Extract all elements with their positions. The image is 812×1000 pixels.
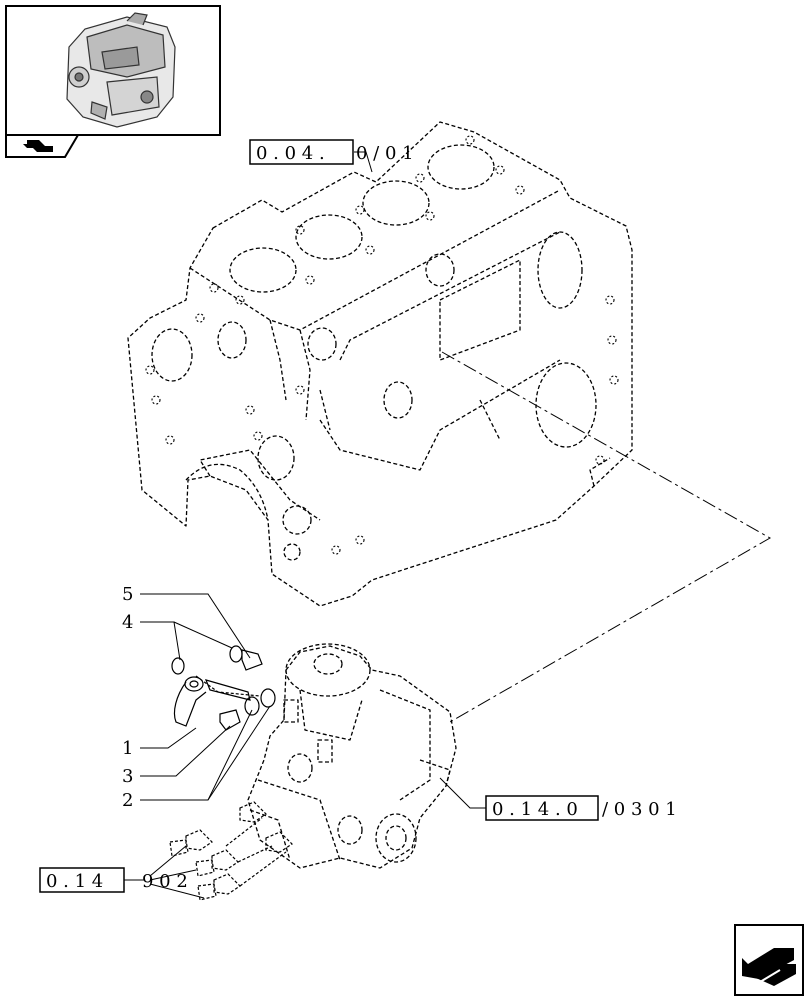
engine-thumbnail-icon bbox=[66, 12, 176, 128]
pump-reference-label[interactable]: 0 . 1 4 . 0 / 0 3 0 1 bbox=[485, 795, 677, 821]
cylinder-bore-1 bbox=[229, 247, 297, 293]
pipe-assembly bbox=[173, 675, 261, 727]
engine-block-outline bbox=[127, 121, 633, 607]
block-ref-box-text: 0 . 0 4 . bbox=[256, 143, 325, 164]
next-page-arrow-icon bbox=[734, 924, 804, 996]
top-deck-line bbox=[189, 189, 561, 331]
washer-2-a bbox=[244, 696, 260, 716]
injection-pump bbox=[247, 643, 457, 869]
screw-3 bbox=[219, 709, 241, 731]
washer-4-a bbox=[171, 657, 185, 675]
callout-3[interactable]: 3 bbox=[122, 766, 133, 787]
block-reference-label[interactable]: 0 . 0 4 . 0 / 0 1 bbox=[249, 139, 414, 165]
injector-reference-label[interactable]: 0 . 1 4 9 0 2 bbox=[39, 867, 188, 893]
back-tab[interactable] bbox=[5, 134, 80, 158]
engine-thumbnail[interactable] bbox=[5, 5, 221, 136]
washers-and-screws bbox=[171, 645, 276, 731]
block-ref-tail-text: 0 / 0 1 bbox=[356, 143, 414, 164]
next-page-button[interactable] bbox=[734, 924, 804, 996]
back-arrow-tab-icon bbox=[5, 134, 80, 158]
callout-1[interactable]: 1 bbox=[122, 738, 133, 759]
cylinder-bore-2 bbox=[295, 214, 363, 260]
callout-2[interactable]: 2 bbox=[122, 790, 133, 811]
callout-leaders bbox=[124, 151, 486, 899]
assembly-leader-line bbox=[441, 351, 772, 723]
cylinder-bore-3 bbox=[362, 180, 430, 226]
screw-5 bbox=[241, 649, 263, 671]
injector-ref-box-text: 0 . 1 4 bbox=[46, 871, 103, 892]
pump-ref-tail-text: / 0 3 0 1 bbox=[602, 799, 677, 820]
delivery-valve-fittings bbox=[169, 801, 293, 901]
injector-ref-tail-text: 9 0 2 bbox=[142, 871, 188, 892]
cylinder-bore-4 bbox=[427, 144, 495, 190]
pump-ref-box-text: 0 . 1 4 . 0 bbox=[492, 799, 578, 820]
callout-5[interactable]: 5 bbox=[122, 584, 133, 605]
washer-2-b bbox=[260, 688, 276, 708]
callout-4[interactable]: 4 bbox=[122, 612, 133, 633]
